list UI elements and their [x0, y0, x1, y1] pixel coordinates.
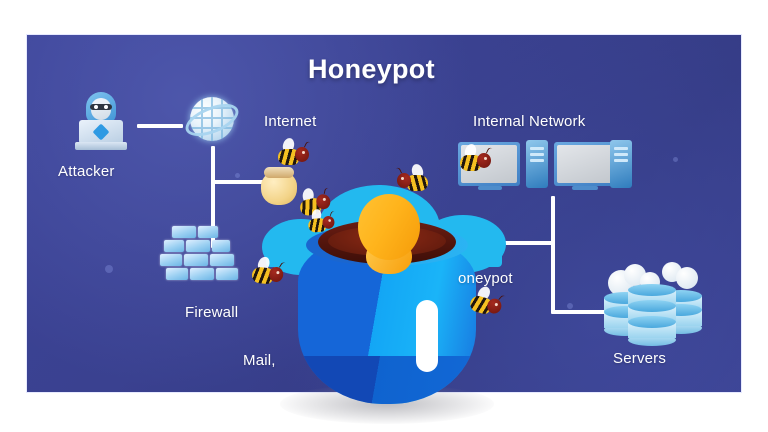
- node-label-attacker: Attacker: [58, 163, 115, 180]
- connector-internal-honeypot: [488, 241, 554, 245]
- connector-internet-trunk: [211, 146, 215, 248]
- node-label-mail: Mail,: [243, 352, 276, 369]
- bee-icon: [460, 142, 497, 174]
- node-label-honeypot: oneypot: [458, 270, 513, 287]
- honey-pot-icon: [261, 163, 297, 205]
- brick-wall-icon: [160, 226, 240, 284]
- database-cloud-icon: [600, 262, 705, 346]
- connector-attacker-internet: [137, 124, 183, 128]
- node-label-firewall: Firewall: [185, 304, 239, 321]
- globe-icon: [181, 94, 243, 148]
- honey-jar-icon: [280, 194, 494, 424]
- node-label-internet: Internet: [264, 113, 317, 130]
- hacker-laptop-icon: [75, 92, 127, 152]
- bee-icon: [307, 208, 339, 235]
- connector-internal-servers: [553, 310, 605, 314]
- bee-icon: [278, 136, 315, 168]
- connector-internal-trunk: [551, 196, 555, 314]
- node-label-servers: Servers: [613, 350, 667, 367]
- connector-internet-honeypot: [213, 180, 265, 184]
- bee-icon: [391, 162, 428, 194]
- node-label-internal-network: Internal Network: [473, 113, 586, 130]
- bee-icon: [251, 255, 290, 288]
- page-title: Honeypot: [308, 54, 435, 84]
